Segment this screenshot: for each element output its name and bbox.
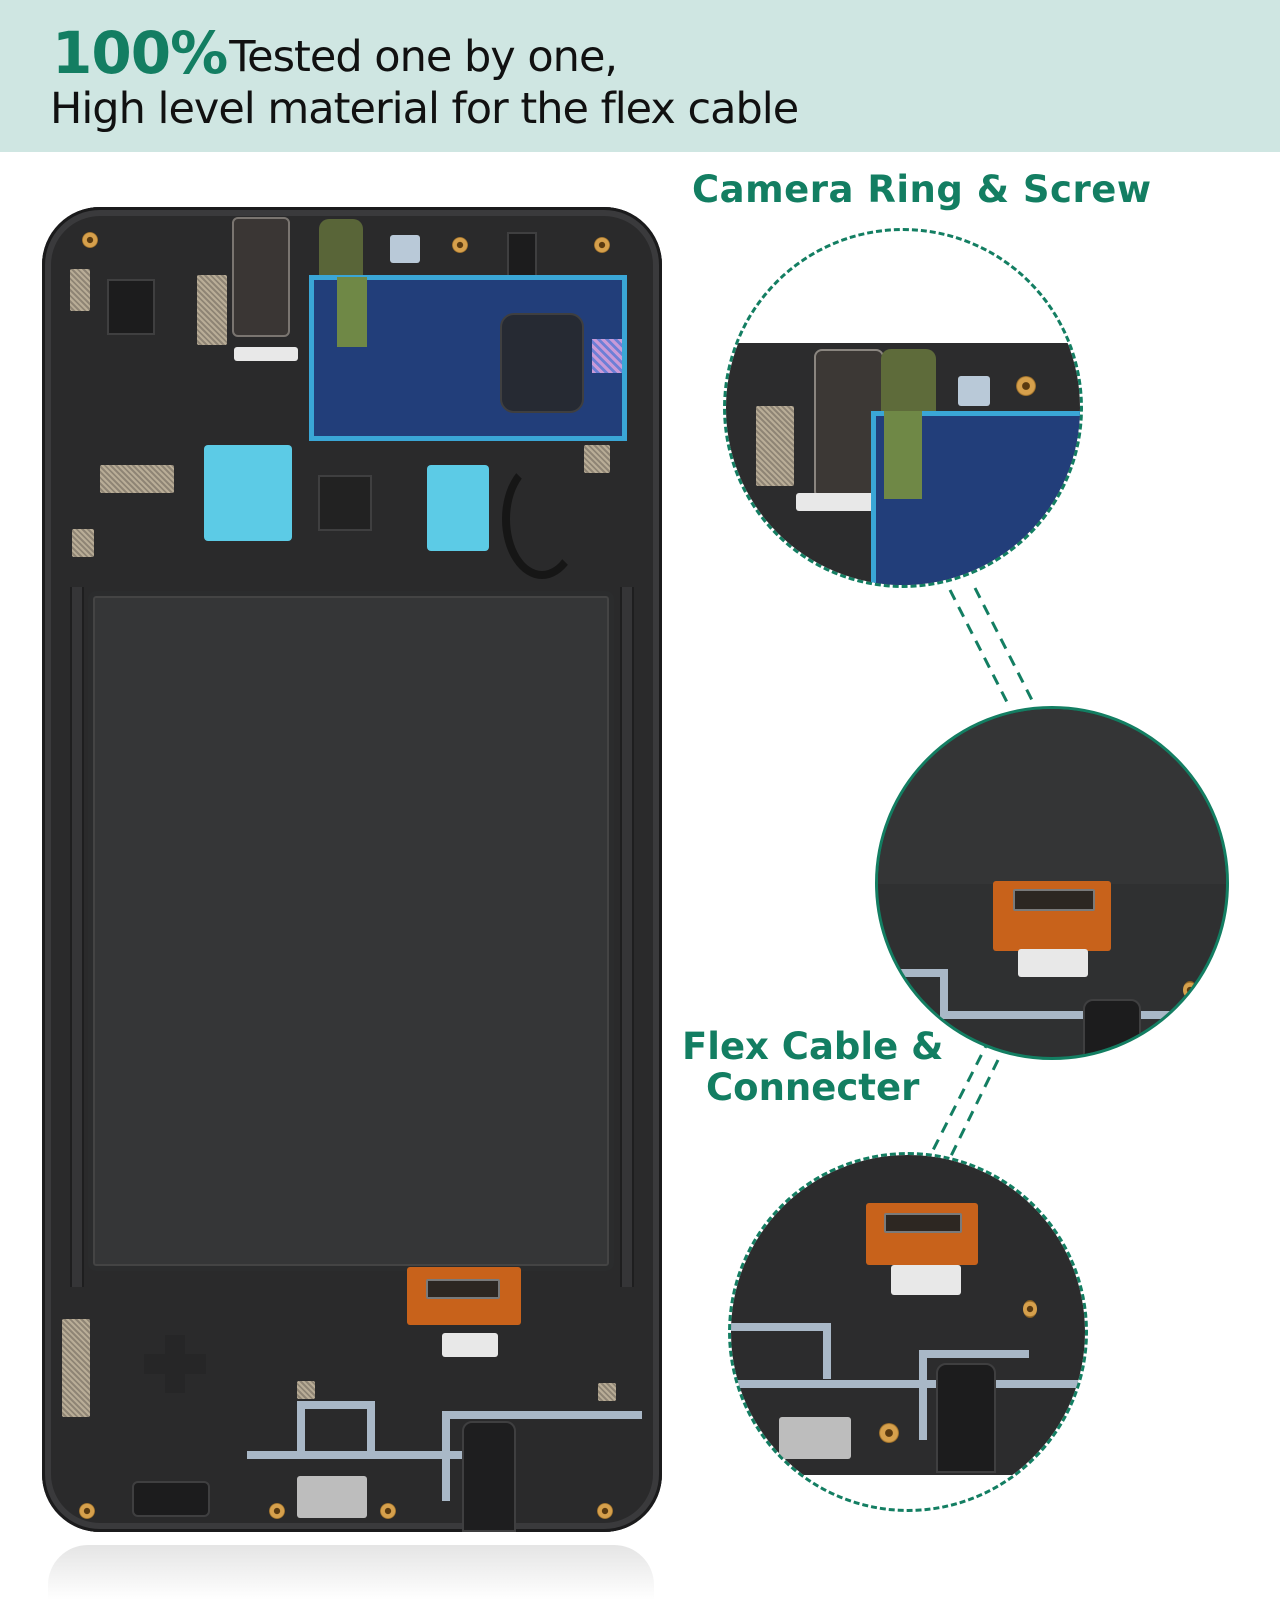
mesh-pad xyxy=(62,1319,90,1417)
screw-icon xyxy=(1023,1300,1037,1318)
bottom-module xyxy=(42,1267,662,1532)
mesh-pad xyxy=(584,445,610,473)
microphone-grille xyxy=(132,1481,210,1517)
callout-label-flex-line-1: Flex Cable & xyxy=(682,1025,944,1068)
mesh-pad xyxy=(598,1383,616,1401)
headline-highlight: 100% xyxy=(52,19,228,87)
mesh-pad xyxy=(297,1381,315,1399)
sensor-pad xyxy=(958,376,990,406)
gasket-line xyxy=(442,1411,642,1419)
headline-text: Tested one by one, xyxy=(229,32,618,82)
display-backplate xyxy=(88,591,614,1271)
gasket-line xyxy=(731,1380,1085,1388)
screw-icon xyxy=(79,1503,95,1519)
gasket-line xyxy=(442,1411,450,1501)
usb-port xyxy=(297,1476,367,1518)
gasket-line xyxy=(247,1451,507,1459)
gasket-line xyxy=(878,969,948,977)
gasket-line xyxy=(919,1350,1029,1358)
shield-cutout xyxy=(500,313,584,413)
earpiece-speaker xyxy=(232,217,290,337)
camera-window xyxy=(107,279,155,335)
mesh-pad xyxy=(70,269,90,311)
callout-label-flex-cable: Flex Cable & Connecter xyxy=(682,1026,943,1108)
screw-icon xyxy=(879,1423,899,1443)
white-tab xyxy=(1018,949,1088,977)
usb-port xyxy=(779,1417,851,1459)
flex-connector xyxy=(884,1213,962,1233)
screw-icon xyxy=(1016,376,1036,396)
chip-square xyxy=(318,475,372,531)
speaker-port xyxy=(462,1421,516,1532)
screw-icon xyxy=(380,1503,396,1519)
sensor-pad xyxy=(390,235,420,263)
gasket-line xyxy=(940,969,948,1019)
green-flex-tab xyxy=(884,411,922,499)
frame-rail-right xyxy=(620,587,634,1287)
headline-line-1: 100% Tested one by one, xyxy=(52,16,618,87)
mesh-pad xyxy=(72,529,94,557)
speaker-port xyxy=(936,1363,996,1473)
mesh-pad xyxy=(100,465,174,493)
callout-label-flex-line-2: Connecter xyxy=(706,1066,920,1109)
speaker-port xyxy=(1083,999,1141,1057)
white-tab xyxy=(234,347,298,361)
gasket-line xyxy=(919,1350,927,1440)
phone-lcd-frame xyxy=(42,207,662,1532)
screw-icon xyxy=(597,1503,613,1519)
white-tab xyxy=(442,1333,498,1357)
label-sticker xyxy=(592,339,622,373)
frame-rail-left xyxy=(70,587,84,1287)
blue-tape xyxy=(204,445,292,541)
white-tab xyxy=(891,1265,961,1295)
gasket-line xyxy=(297,1401,373,1409)
zoom-circle-camera-ring xyxy=(723,228,1083,588)
screw-icon xyxy=(452,237,468,253)
screw-icon xyxy=(82,232,98,248)
display-backplate xyxy=(878,709,1226,884)
top-module xyxy=(42,207,662,591)
zoom-circle-flex-connector xyxy=(875,706,1229,1060)
flex-connector xyxy=(1013,889,1095,911)
gasket-line xyxy=(731,1323,831,1331)
white-tab xyxy=(796,493,874,511)
fingerprint-flex xyxy=(502,459,582,579)
gasket-line xyxy=(823,1323,831,1379)
mesh-pad xyxy=(197,275,227,345)
flex-connector xyxy=(426,1279,500,1299)
callout-label-camera-ring: Camera Ring & Screw xyxy=(692,168,1152,211)
screw-icon xyxy=(594,237,610,253)
screw-icon xyxy=(1061,1413,1081,1433)
mesh-pad xyxy=(756,406,794,486)
screw-icon xyxy=(1183,981,1197,999)
gasket-line xyxy=(297,1401,305,1457)
phone-reflection xyxy=(48,1545,654,1600)
cross-molding xyxy=(144,1335,206,1393)
gasket-line xyxy=(367,1401,375,1457)
header-banner: 100% Tested one by one, High level mater… xyxy=(0,0,1280,152)
zoom-circle-flex-cable xyxy=(728,1152,1088,1512)
blue-tape xyxy=(427,465,489,551)
green-flex-tab xyxy=(337,277,367,347)
headline-line-2: High level material for the flex cable xyxy=(50,84,799,134)
screw-icon xyxy=(269,1503,285,1519)
